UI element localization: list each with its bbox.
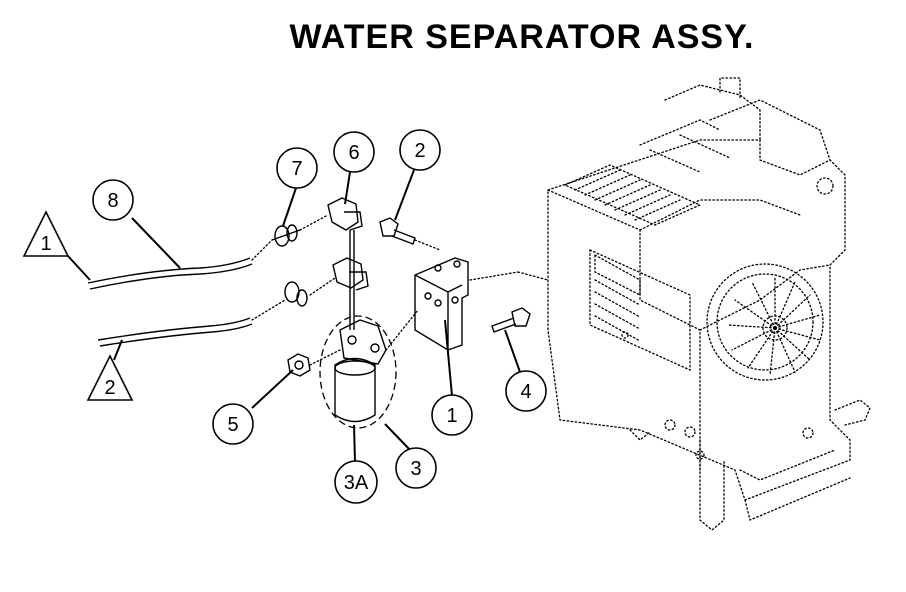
engine-outline	[547, 77, 871, 531]
elbow-fitting-upper	[327, 197, 363, 330]
flag-1: 1	[22, 210, 70, 257]
bolt-upper	[379, 217, 441, 251]
hose-clamp-lower	[284, 281, 308, 307]
callout-2: 2	[399, 129, 441, 171]
callout-3a-label: 3A	[344, 472, 369, 494]
leader-lines	[67, 169, 521, 463]
flag-1-label: 1	[40, 233, 51, 255]
fuel-hose-lower	[97, 277, 336, 347]
diagram-title: WATER SEPARATOR ASSY.	[289, 18, 755, 56]
fuel-hose-upper	[87, 214, 329, 290]
bolt-lower	[491, 307, 531, 333]
callout-1: 1	[431, 394, 473, 436]
elbow-fitting-lower	[332, 257, 369, 291]
callout-4: 4	[505, 370, 547, 412]
callout-2-label: 2	[414, 140, 425, 162]
callout-7-label: 7	[291, 158, 302, 180]
callout-8: 8	[92, 179, 134, 221]
callout-7: 7	[276, 147, 318, 189]
bracket-leader-line	[385, 309, 419, 351]
callout-1-label: 1	[446, 405, 457, 427]
callout-5-label: 5	[227, 414, 238, 436]
callout-5: 5	[212, 403, 254, 445]
callout-6: 6	[333, 131, 375, 173]
mounting-bracket	[414, 257, 469, 351]
flag-2: 2	[86, 354, 134, 401]
fan-blades	[727, 277, 821, 376]
water-separator	[319, 315, 397, 429]
hose-clamp-upper	[271, 224, 301, 247]
callout-3: 3	[395, 447, 437, 489]
hex-nut	[287, 349, 341, 377]
callout-6-label: 6	[348, 142, 359, 164]
callout-3-label: 3	[410, 458, 421, 480]
flag-2-label: 2	[104, 377, 115, 399]
callout-4-label: 4	[520, 381, 531, 403]
engine-leader-line	[469, 271, 549, 281]
callout-3a: 3A	[334, 460, 378, 504]
callout-8-label: 8	[107, 190, 118, 212]
